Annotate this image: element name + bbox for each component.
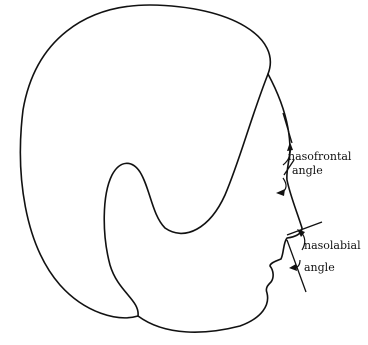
nasolabial-label-line1: nasolabial	[304, 239, 361, 252]
face-profile	[138, 74, 302, 332]
head-outline	[20, 5, 270, 318]
nasofrontal-arrowhead-lower	[276, 189, 285, 196]
nasolabial-line-columella	[287, 222, 322, 235]
nasofrontal-line-forehead	[283, 113, 292, 143]
nasofrontal-label-line2: angle	[292, 164, 323, 177]
nasolabial-arrowhead-lower	[289, 264, 297, 271]
nasofrontal-label-line1: nasofrontal	[288, 150, 352, 163]
nasolabial-label-line2: angle	[304, 261, 335, 274]
